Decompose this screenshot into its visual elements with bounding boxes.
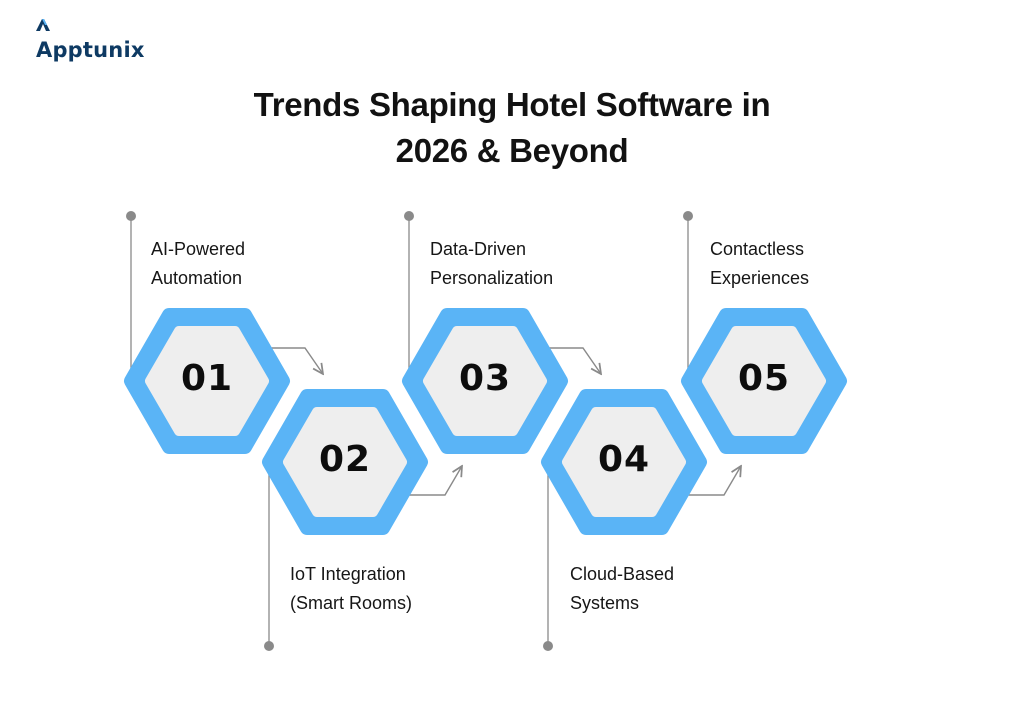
step-label-05-line-1: Contactless (710, 239, 805, 259)
arrow-04-05 (680, 466, 741, 496)
step-number-03: 03 (458, 358, 512, 399)
step-label-03-line-2: Personalization (430, 268, 554, 288)
connector-dot-5 (683, 211, 693, 221)
arrow-01-02 (262, 347, 323, 374)
step-label-01-line-2: Automation (151, 268, 243, 288)
step-number-02: 02 (318, 439, 372, 480)
title-line-1: Trends Shaping Hotel Software in (253, 86, 771, 123)
step-label-01: AI-Powered Automation (151, 235, 245, 293)
step-label-02-line-2: (Smart Rooms) (290, 593, 413, 613)
brand-name: Apptunix (36, 38, 145, 62)
hexagon-01 (124, 308, 290, 454)
connector-dot-1 (126, 211, 136, 221)
step-number-04: 04 (597, 439, 651, 480)
logo-mark-icon (36, 19, 50, 31)
hexagon-03 (402, 308, 568, 454)
connector-dot-2 (264, 641, 274, 651)
step-label-04: Cloud-Based Systems (570, 560, 674, 618)
page-title: Trends Shaping Hotel Software in 2026 & … (0, 82, 1024, 174)
title-line-2: 2026 & Beyond (395, 132, 629, 169)
step-number-01: 01 (180, 358, 234, 399)
step-label-03: Data-Driven Personalization (430, 235, 553, 293)
hexagon-04 (541, 389, 707, 535)
step-label-02-line-1: IoT Integration (290, 564, 406, 584)
step-label-05-line-2: Experiences (710, 268, 810, 288)
step-label-04-line-2: Systems (570, 593, 640, 613)
brand-logo: Apptunix (36, 19, 145, 62)
step-label-01-line-1: AI-Powered (151, 239, 246, 259)
hexagon-05 (681, 308, 847, 454)
connector-dot-3 (404, 211, 414, 221)
step-label-03-line-1: Data-Driven (430, 239, 527, 259)
step-label-04-line-1: Cloud-Based (570, 564, 675, 584)
connector-dot-4 (543, 641, 553, 651)
hexagon-02 (262, 389, 428, 535)
step-number-05: 05 (737, 358, 791, 399)
step-arrows (262, 347, 741, 496)
connector-lines (126, 211, 693, 651)
arrow-02-03 (401, 466, 462, 496)
step-label-02: IoT Integration (Smart Rooms) (290, 560, 412, 618)
arrow-03-04 (540, 347, 601, 374)
step-label-05: Contactless Experiences (710, 235, 809, 293)
